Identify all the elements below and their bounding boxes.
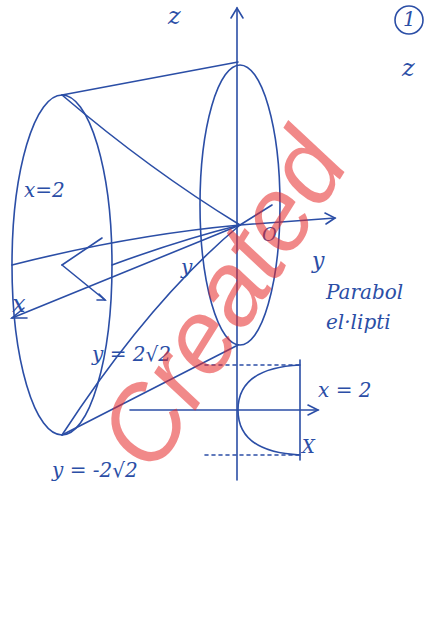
dashed-line <box>205 454 300 456</box>
axis-label: y <box>312 250 324 272</box>
axis-label: y = -2√2 <box>52 460 138 480</box>
watermark: Created <box>80 116 364 485</box>
parabola-trace <box>62 95 240 225</box>
axis-label: el·lipti <box>326 312 391 332</box>
axis-label: Parabol <box>326 282 403 302</box>
arrow-head <box>308 405 318 415</box>
edge-line <box>62 62 238 95</box>
radius-line <box>62 238 102 265</box>
axis-label: z <box>168 4 181 28</box>
number-circle <box>395 6 423 34</box>
axis-label: z <box>402 56 415 80</box>
boundary-line <box>299 360 301 460</box>
arrow-head <box>231 8 243 18</box>
axis-label: x=2 <box>24 180 65 200</box>
arrow-head <box>97 294 105 300</box>
axis-label: x = 2 <box>318 380 371 400</box>
radius-line <box>62 265 105 300</box>
axis-label: 1 <box>403 9 416 29</box>
axis-label: X <box>302 438 315 456</box>
parabola-curve <box>238 365 300 455</box>
axis-label: x <box>12 292 26 316</box>
